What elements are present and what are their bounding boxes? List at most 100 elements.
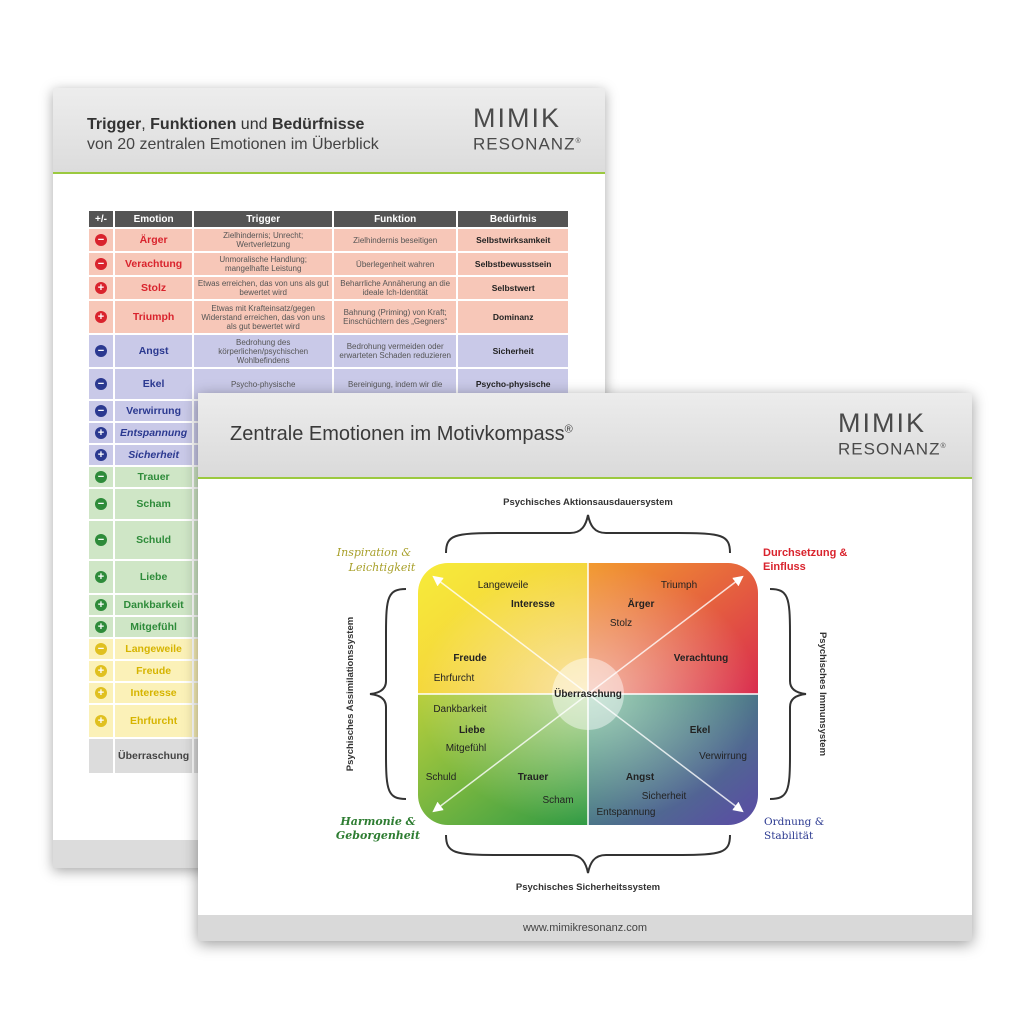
- row-trigger: Bedrohung des körperlichen/psychischen W…: [194, 335, 333, 367]
- motivkompass-diagram: Psychisches Aktionsausdauersystem Psychi…: [336, 497, 848, 893]
- emotion-ekel: Ekel: [690, 725, 711, 736]
- logo-word: RESONANZ: [838, 439, 941, 459]
- emotion-mitgefuehl: Mitgefühl: [446, 743, 487, 754]
- row-emotion-text: Triumph: [132, 310, 175, 323]
- row-emotion: Sicherheit: [115, 445, 193, 465]
- row-emotion: Überraschung: [115, 739, 193, 773]
- row-emotion: Langeweile: [115, 639, 193, 659]
- logo-line-2: RESONANZ®: [473, 132, 582, 154]
- row-sign: −: [89, 521, 113, 559]
- row-emotion-text: Ekel: [142, 377, 165, 390]
- top-brace: [445, 514, 731, 554]
- row-emotion: Liebe: [115, 561, 193, 593]
- overview-title: Trigger, Funktionen und Bedürfnisse: [87, 116, 364, 134]
- corner-top-left-line1: Inspiration &: [336, 546, 412, 559]
- emotion-langeweile: Langeweile: [478, 580, 529, 591]
- row-sign: −: [89, 401, 113, 421]
- title-registered-mark: ®: [564, 423, 573, 436]
- row-sign: [89, 739, 113, 773]
- system-label-bottom: Psychisches Sicherheitssystem: [516, 882, 660, 893]
- logo-registered-mark: ®: [575, 138, 582, 145]
- row-sign: +: [89, 301, 113, 333]
- title-word-trigger: Trigger: [87, 116, 142, 133]
- row-emotion: Angst: [115, 335, 193, 367]
- plus-icon: +: [95, 311, 107, 323]
- corner-top-left-line2: Leichtigkeit: [348, 561, 416, 574]
- row-sign: −: [89, 369, 113, 399]
- overview-header: Trigger, Funktionen und Bedürfnisse von …: [53, 88, 605, 174]
- row-emotion: Scham: [115, 489, 193, 519]
- row-beduerfnis-text: Psycho-physische: [475, 378, 551, 389]
- row-emotion: Ehrfurcht: [115, 705, 193, 737]
- row-emotion: Verachtung: [115, 253, 193, 275]
- motivkompass-title: Zentrale Emotionen im Motivkompass®: [230, 423, 573, 446]
- row-trigger-text: Etwas erreichen, das von uns als gut bew…: [197, 279, 329, 297]
- header-trigger: Trigger: [194, 211, 333, 227]
- row-emotion-text: Ärger: [139, 233, 168, 246]
- row-funktion: Bedrohung vermeiden oder erwarteten Scha…: [334, 335, 457, 367]
- corner-bottom-left-line1: Harmonie &: [339, 815, 415, 828]
- row-emotion-text: Überraschung: [118, 749, 190, 762]
- footer-url[interactable]: www.mimikresonanz.com: [198, 915, 972, 941]
- emotion-liebe: Liebe: [459, 725, 486, 736]
- minus-icon: −: [95, 258, 107, 270]
- emotion-verachtung: Verachtung: [674, 653, 728, 664]
- row-funktion: Beharrliche Annäherung an die ideale Ich…: [334, 277, 457, 299]
- row-beduerfnis: Selbstwert: [458, 277, 569, 299]
- emotion-scham: Scham: [542, 795, 573, 806]
- minus-icon: −: [95, 378, 107, 390]
- header-emotion: Emotion: [115, 211, 193, 227]
- motivkompass-header: Zentrale Emotionen im Motivkompass® MIMI…: [198, 393, 972, 479]
- corner-bottom-left-line2: Geborgenheit: [336, 829, 420, 842]
- row-funktion: Bahnung (Priming) von Kraft; Einschüchte…: [334, 301, 457, 333]
- right-brace: [769, 588, 807, 800]
- row-beduerfnis: Dominanz: [458, 301, 569, 333]
- row-emotion: Dankbarkeit: [115, 595, 193, 615]
- row-sign: +: [89, 617, 113, 637]
- corner-bottom-right-line1: Ordnung &: [764, 816, 824, 828]
- row-emotion-text: Mitgefühl: [130, 620, 177, 633]
- header-beduerfnis: Bedürfnis: [458, 211, 569, 227]
- row-emotion: Verwirrung: [115, 401, 193, 421]
- row-emotion-text: Verachtung: [125, 257, 183, 270]
- row-emotion-text: Sicherheit: [128, 448, 179, 461]
- minus-icon: −: [95, 234, 107, 246]
- emotion-angst: Angst: [626, 772, 655, 783]
- row-sign: −: [89, 229, 113, 251]
- title-separator: ,: [141, 116, 146, 133]
- row-trigger-text: Bedrohung des körperlichen/psychischen W…: [218, 337, 309, 365]
- row-emotion-text: Dankbarkeit: [123, 598, 184, 611]
- logo-word: RESONANZ: [473, 134, 576, 154]
- corner-top-right-line1: Durchsetzung &: [763, 547, 847, 559]
- minus-icon: −: [95, 498, 107, 510]
- row-emotion-text: Interesse: [130, 686, 177, 699]
- row-sign: −: [89, 639, 113, 659]
- row-sign: +: [89, 683, 113, 703]
- row-emotion: Ekel: [115, 369, 193, 399]
- system-label-left: Psychisches Assimilationssystem: [345, 617, 356, 771]
- logo-registered-mark: ®: [940, 443, 947, 450]
- emotion-freude: Freude: [453, 653, 487, 664]
- emotion-triumph: Triumph: [661, 580, 697, 591]
- emotion-stolz: Stolz: [610, 618, 632, 629]
- row-beduerfnis-text: Selbstwirksamkeit: [476, 234, 551, 245]
- minus-icon: −: [95, 405, 107, 417]
- row-emotion: Triumph: [115, 301, 193, 333]
- row-funktion: Zielhindernis beseitigen: [334, 229, 457, 251]
- row-beduerfnis-text: Dominanz: [492, 311, 534, 322]
- brand-logo: MIMIK RESONANZ®: [473, 105, 582, 154]
- row-sign: +: [89, 705, 113, 737]
- system-label-top: Psychisches Aktionsausdauersystem: [503, 497, 673, 508]
- row-emotion-text: Scham: [136, 497, 171, 510]
- row-beduerfnis: Sicherheit: [458, 335, 569, 367]
- plus-icon: +: [95, 449, 107, 461]
- row-funktion-text: Bahnung (Priming) von Kraft; Einschüchte…: [343, 308, 448, 326]
- row-emotion: Mitgefühl: [115, 617, 193, 637]
- minus-icon: −: [95, 534, 107, 546]
- emotion-entspannung: Entspannung: [597, 807, 656, 818]
- plus-icon: +: [95, 665, 107, 677]
- row-funktion-text: Bereinigung, indem wir die: [348, 379, 443, 389]
- row-emotion-text: Langeweile: [125, 642, 182, 655]
